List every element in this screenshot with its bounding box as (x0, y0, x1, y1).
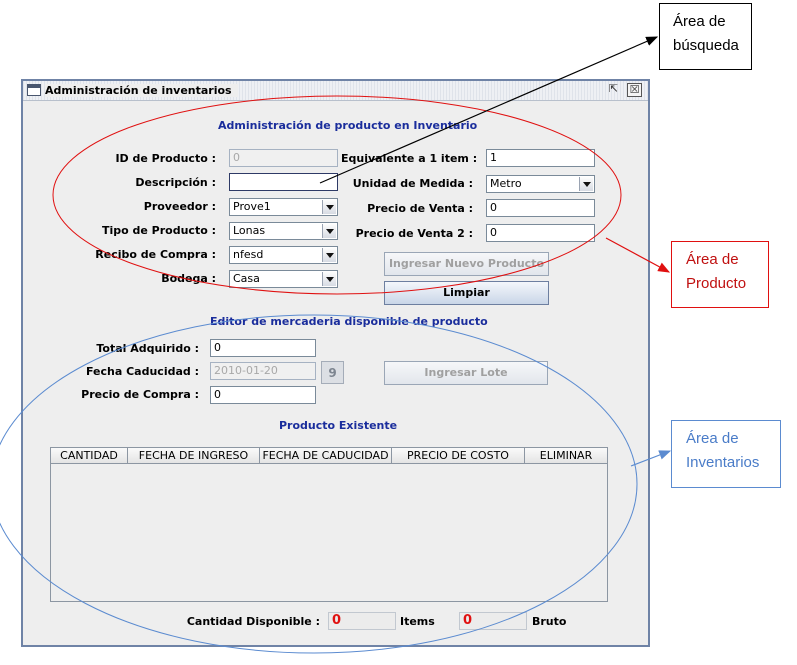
unit-select[interactable]: Metro (486, 175, 595, 193)
available-gross-value: 0 (459, 612, 527, 630)
available-items-value: 0 (328, 612, 396, 630)
purchase-price-label: Precio de Compra : (81, 388, 199, 401)
receipt-select[interactable]: nfesd (229, 246, 338, 264)
product-area-callout: Área de Producto (671, 241, 769, 308)
chevron-down-icon[interactable] (322, 224, 336, 238)
inventory-arrow (630, 450, 672, 467)
product-type-value: Lonas (233, 224, 266, 237)
inventory-area-ellipse (0, 314, 638, 654)
supplier-value: Prove1 (233, 200, 271, 213)
existing-product-table[interactable]: CANTIDAD FECHA DE INGRESO FECHA DE CADUC… (50, 447, 608, 602)
receipt-label: Recibo de Compra : (95, 248, 216, 261)
inventory-window: Administración de inventarios ⇱ ☒ Admini… (21, 79, 650, 647)
expiry-date-label: Fecha Caducidad : (85, 365, 199, 378)
supplier-select[interactable]: Prove1 (229, 198, 338, 216)
supplier-label: Proveedor : (143, 200, 216, 213)
price-label: Precio de Venta : (367, 202, 473, 215)
total-acquired-field[interactable]: 0 (210, 339, 316, 357)
title-bar[interactable]: Administración de inventarios ⇱ ☒ (23, 81, 648, 101)
price-field[interactable]: 0 (486, 199, 595, 217)
product-section-title: Administración de producto en Inventario (218, 119, 478, 132)
add-lot-button[interactable]: Ingresar Lote (384, 361, 548, 385)
unit-value: Metro (490, 177, 522, 190)
existing-product-title: Producto Existente (279, 419, 398, 432)
chevron-down-icon[interactable] (322, 200, 336, 214)
product-type-select[interactable]: Lonas (229, 222, 338, 240)
purchase-price-field[interactable]: 0 (210, 386, 316, 404)
available-quantity-label: Cantidad Disponible : (186, 615, 320, 628)
warehouse-value: Casa (233, 272, 260, 285)
product-arrow (605, 237, 671, 273)
search-arrow (319, 36, 659, 184)
description-label: Descripción : (135, 176, 216, 189)
window-icon (27, 84, 41, 96)
search-area-callout: Área de búsqueda (659, 3, 752, 70)
column-header[interactable]: FECHA DE CADUCIDAD (260, 448, 392, 464)
table-header: CANTIDAD FECHA DE INGRESO FECHA DE CADUC… (51, 448, 607, 464)
unit-label: Unidad de Medida : (352, 177, 473, 190)
price2-label: Precio de Venta 2 : (355, 227, 473, 240)
calendar-icon[interactable]: 9 (321, 361, 344, 384)
window-title: Administración de inventarios (45, 84, 238, 97)
product-id-field[interactable]: 0 (229, 149, 338, 167)
inventory-section-title: Editor de mercaderia disponible de produ… (210, 315, 488, 328)
column-header[interactable]: PRECIO DE COSTO (392, 448, 525, 464)
clear-button[interactable]: Limpiar (384, 281, 549, 305)
column-header[interactable]: FECHA DE INGRESO (128, 448, 260, 464)
equivalent-label: Equivalente a 1 item : (341, 152, 478, 165)
description-field[interactable] (229, 173, 338, 191)
total-acquired-label: Total Adquirido : (96, 342, 199, 355)
product-area-ellipse (52, 95, 622, 295)
inventory-area-callout: Área de Inventarios (671, 420, 781, 488)
chevron-down-icon[interactable] (579, 177, 593, 191)
receipt-value: nfesd (233, 248, 264, 261)
column-header[interactable]: ELIMINAR (539, 449, 593, 462)
expiry-date-field[interactable]: 2010-01-20 (210, 362, 316, 380)
new-product-button[interactable]: Ingresar Nuevo Producto (384, 252, 549, 276)
price2-field[interactable]: 0 (486, 224, 595, 242)
column-header[interactable]: CANTIDAD (51, 448, 128, 464)
product-type-label: Tipo de Producto : (101, 224, 216, 237)
equivalent-field[interactable]: 1 (486, 149, 595, 167)
warehouse-select[interactable]: Casa (229, 270, 338, 288)
items-unit-label: Items (400, 615, 435, 628)
chevron-down-icon[interactable] (322, 248, 336, 262)
restore-icon[interactable]: ⇱ (608, 82, 619, 95)
close-icon[interactable]: ☒ (627, 83, 642, 97)
chevron-down-icon[interactable] (322, 272, 336, 286)
gross-unit-label: Bruto (532, 615, 567, 628)
product-id-label: ID de Producto : (115, 152, 216, 165)
